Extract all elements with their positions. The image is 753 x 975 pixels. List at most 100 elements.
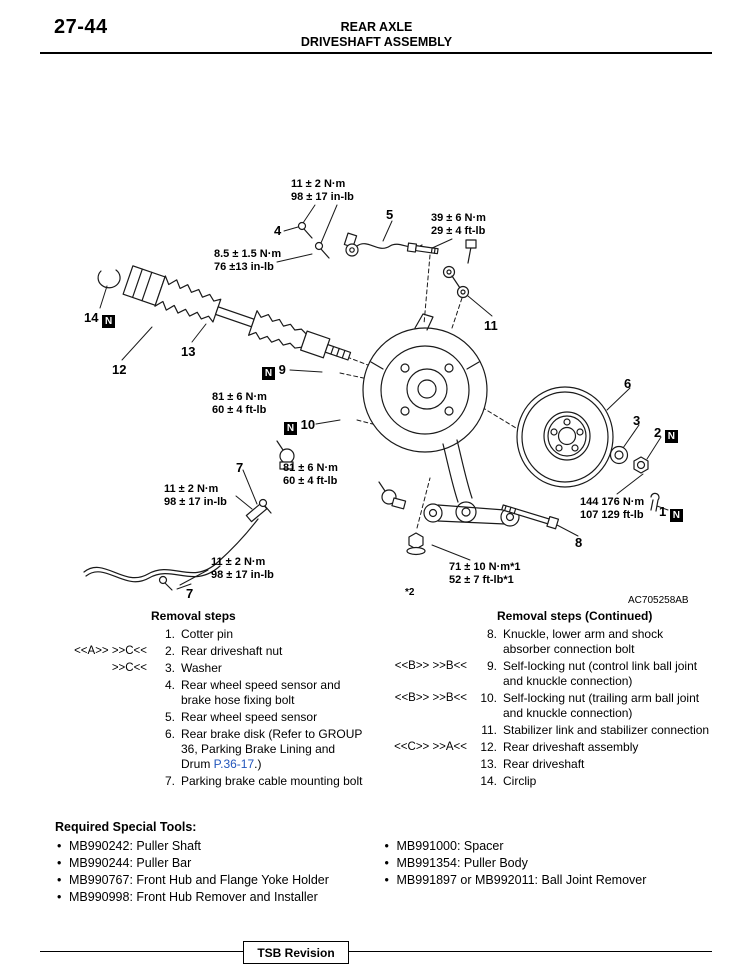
part-callout-6: 6 [624,376,632,391]
step-text: Rear brake disk (Refer to GROUP 36, Park… [181,727,367,772]
non-reusable-part-icon: N [284,422,297,435]
tsb-revision-box: TSB Revision [243,941,349,964]
step-marker [385,627,467,657]
required-special-tools: Required Special Tools: MB990242: Puller… [55,820,710,906]
part-callout-12: 12 [112,362,127,377]
non-reusable-part-icon: N [664,430,678,443]
step-marker: <<B>> >>B<< [394,692,467,704]
step-row: 6. Rear brake disk (Refer to GROUP 36, P… [55,727,367,772]
step-text-part: .) [254,757,262,771]
step-number: 7. [164,774,175,788]
part-callout-5: 5 [386,207,394,222]
step-marker [55,727,147,772]
step-marker [55,774,147,789]
page-header-title: REAR AXLE DRIVESHAFT ASSEMBLY [0,20,753,50]
page-reference-link[interactable]: P.36-17 [213,757,255,771]
tool-item: MB991897 or MB992011: Ball Joint Remover [383,872,711,889]
step-number: 2. [164,644,175,658]
step-text: Rear driveshaft assembly [503,740,639,754]
step-text: Knuckle, lower arm and shock absorber co… [503,627,664,656]
part-callout-13: 13 [181,344,196,359]
step-text: Rear driveshaft [503,757,585,771]
step-row: 8. Knuckle, lower arm and shock absorber… [385,627,710,657]
part-number: 9 [278,362,286,377]
step-text: Rear wheel speed sensor [181,710,318,724]
part-callout-11: 11 [484,318,498,333]
part-callout-2: 2 N [654,425,678,443]
step-text: Self-locking nut (trailing arm ball join… [503,691,700,720]
torque-label-81nm-b: 81 ± 6 N·m 60 ± 4 ft-lb [283,462,338,487]
step-row: 5. Rear wheel speed sensor [55,710,367,725]
step-row: <<C>> >>A<< 12. Rear driveshaft assembly [385,740,710,755]
part-number: 10 [300,417,316,432]
step-number: 9. [486,659,497,673]
step-row: 1. Cotter pin [55,627,367,642]
removal-steps-continued-title: Removal steps (Continued) [497,609,653,623]
non-reusable-part-icon: N [262,367,275,380]
step-number: 4. [164,678,175,692]
part-number: 1 [659,504,667,519]
part-number: 14 [84,310,99,325]
tool-item: MB990998: Front Hub Remover and Installe… [55,889,383,906]
tsb-revision-label: TSB Revision [257,945,335,960]
section-title: REAR AXLE [340,20,413,34]
step-row: >>C<< 3. Washer [55,661,367,676]
step-row: <<A>> >>C<< 2. Rear driveshaft nut [55,644,367,659]
part-callout-14: 14 N [84,310,116,328]
part-callout-8: 8 [575,535,583,550]
torque-label-144nm: 144 176 N·m 107 129 ft-lb [580,496,645,521]
non-reusable-part-icon: N [102,315,116,328]
header-rule [40,52,712,54]
non-reusable-part-icon: N [669,509,683,522]
torque-label-71nm: 71 ± 10 N·m*1 52 ± 7 ft-lb*1 [449,561,521,586]
step-number: 1. [164,627,175,641]
step-text: Circlip [503,774,537,788]
step-text: Self-locking nut (control link ball join… [503,659,698,688]
step-marker [55,678,147,708]
tool-item: MB991354: Puller Body [383,855,711,872]
part-number: 2 [654,425,662,440]
torque-label-81nm-a: 81 ± 6 N·m 60 ± 4 ft-lb [212,391,267,416]
part-callout-1: 1 N [659,504,683,522]
step-text: Washer [181,661,222,675]
step-marker [385,774,467,789]
step-marker: <<C>> >>A<< [394,741,467,753]
tool-item: MB990244: Puller Bar [55,855,383,872]
step-number: 3. [164,661,175,675]
part-callout-10: N 10 [284,417,315,435]
step-marker [55,710,147,725]
subsection-title: DRIVESHAFT ASSEMBLY [300,35,453,49]
step-marker [385,723,467,738]
removal-steps-title: Removal steps [151,609,236,623]
part-callout-4: 4 [274,223,282,238]
step-text: Parking brake cable mounting bolt [181,774,363,788]
torque-label-39nm: 39 ± 6 N·m 29 ± 4 ft-lb [431,212,486,237]
step-text: Rear driveshaft nut [181,644,283,658]
step-text: Rear wheel speed sensor and brake hose f… [181,678,341,707]
step-row: <<B>> >>B<< 9. Self-locking nut (control… [385,659,710,689]
torque-label-top-bolts: 11 ± 2 N·m 98 ± 17 in-lb [291,178,354,203]
step-number: 8. [486,627,497,641]
torque-label-sensor-bolt: 8.5 ± 1.5 N·m 76 ±13 in-lb [214,248,282,273]
step-text: Cotter pin [181,627,234,641]
step-number: 12. [480,740,497,754]
tool-item: MB990242: Puller Shaft [55,838,383,855]
step-marker: <<B>> >>B<< [394,660,467,672]
figure-code: AC705258AB [628,595,689,606]
part-callout-7a: 7 [236,460,244,475]
special-tools-title: Required Special Tools: [55,820,197,834]
torque-label-cable-a: 11 ± 2 N·m 98 ± 17 in-lb [164,483,227,508]
step-row: 7. Parking brake cable mounting bolt [55,774,367,789]
footnote-marker-star2: *2 [405,587,415,598]
step-number: 13. [480,757,497,771]
step-text: Stabilizer link and stabilizer connectio… [503,723,710,737]
step-number: 14. [480,774,497,788]
step-row: 11. Stabilizer link and stabilizer conne… [385,723,710,738]
page-number: 27-44 [54,16,108,38]
step-marker: <<A>> >>C<< [74,645,147,657]
tool-item: MB991000: Spacer [383,838,711,855]
step-row: 13. Rear driveshaft [385,757,710,772]
